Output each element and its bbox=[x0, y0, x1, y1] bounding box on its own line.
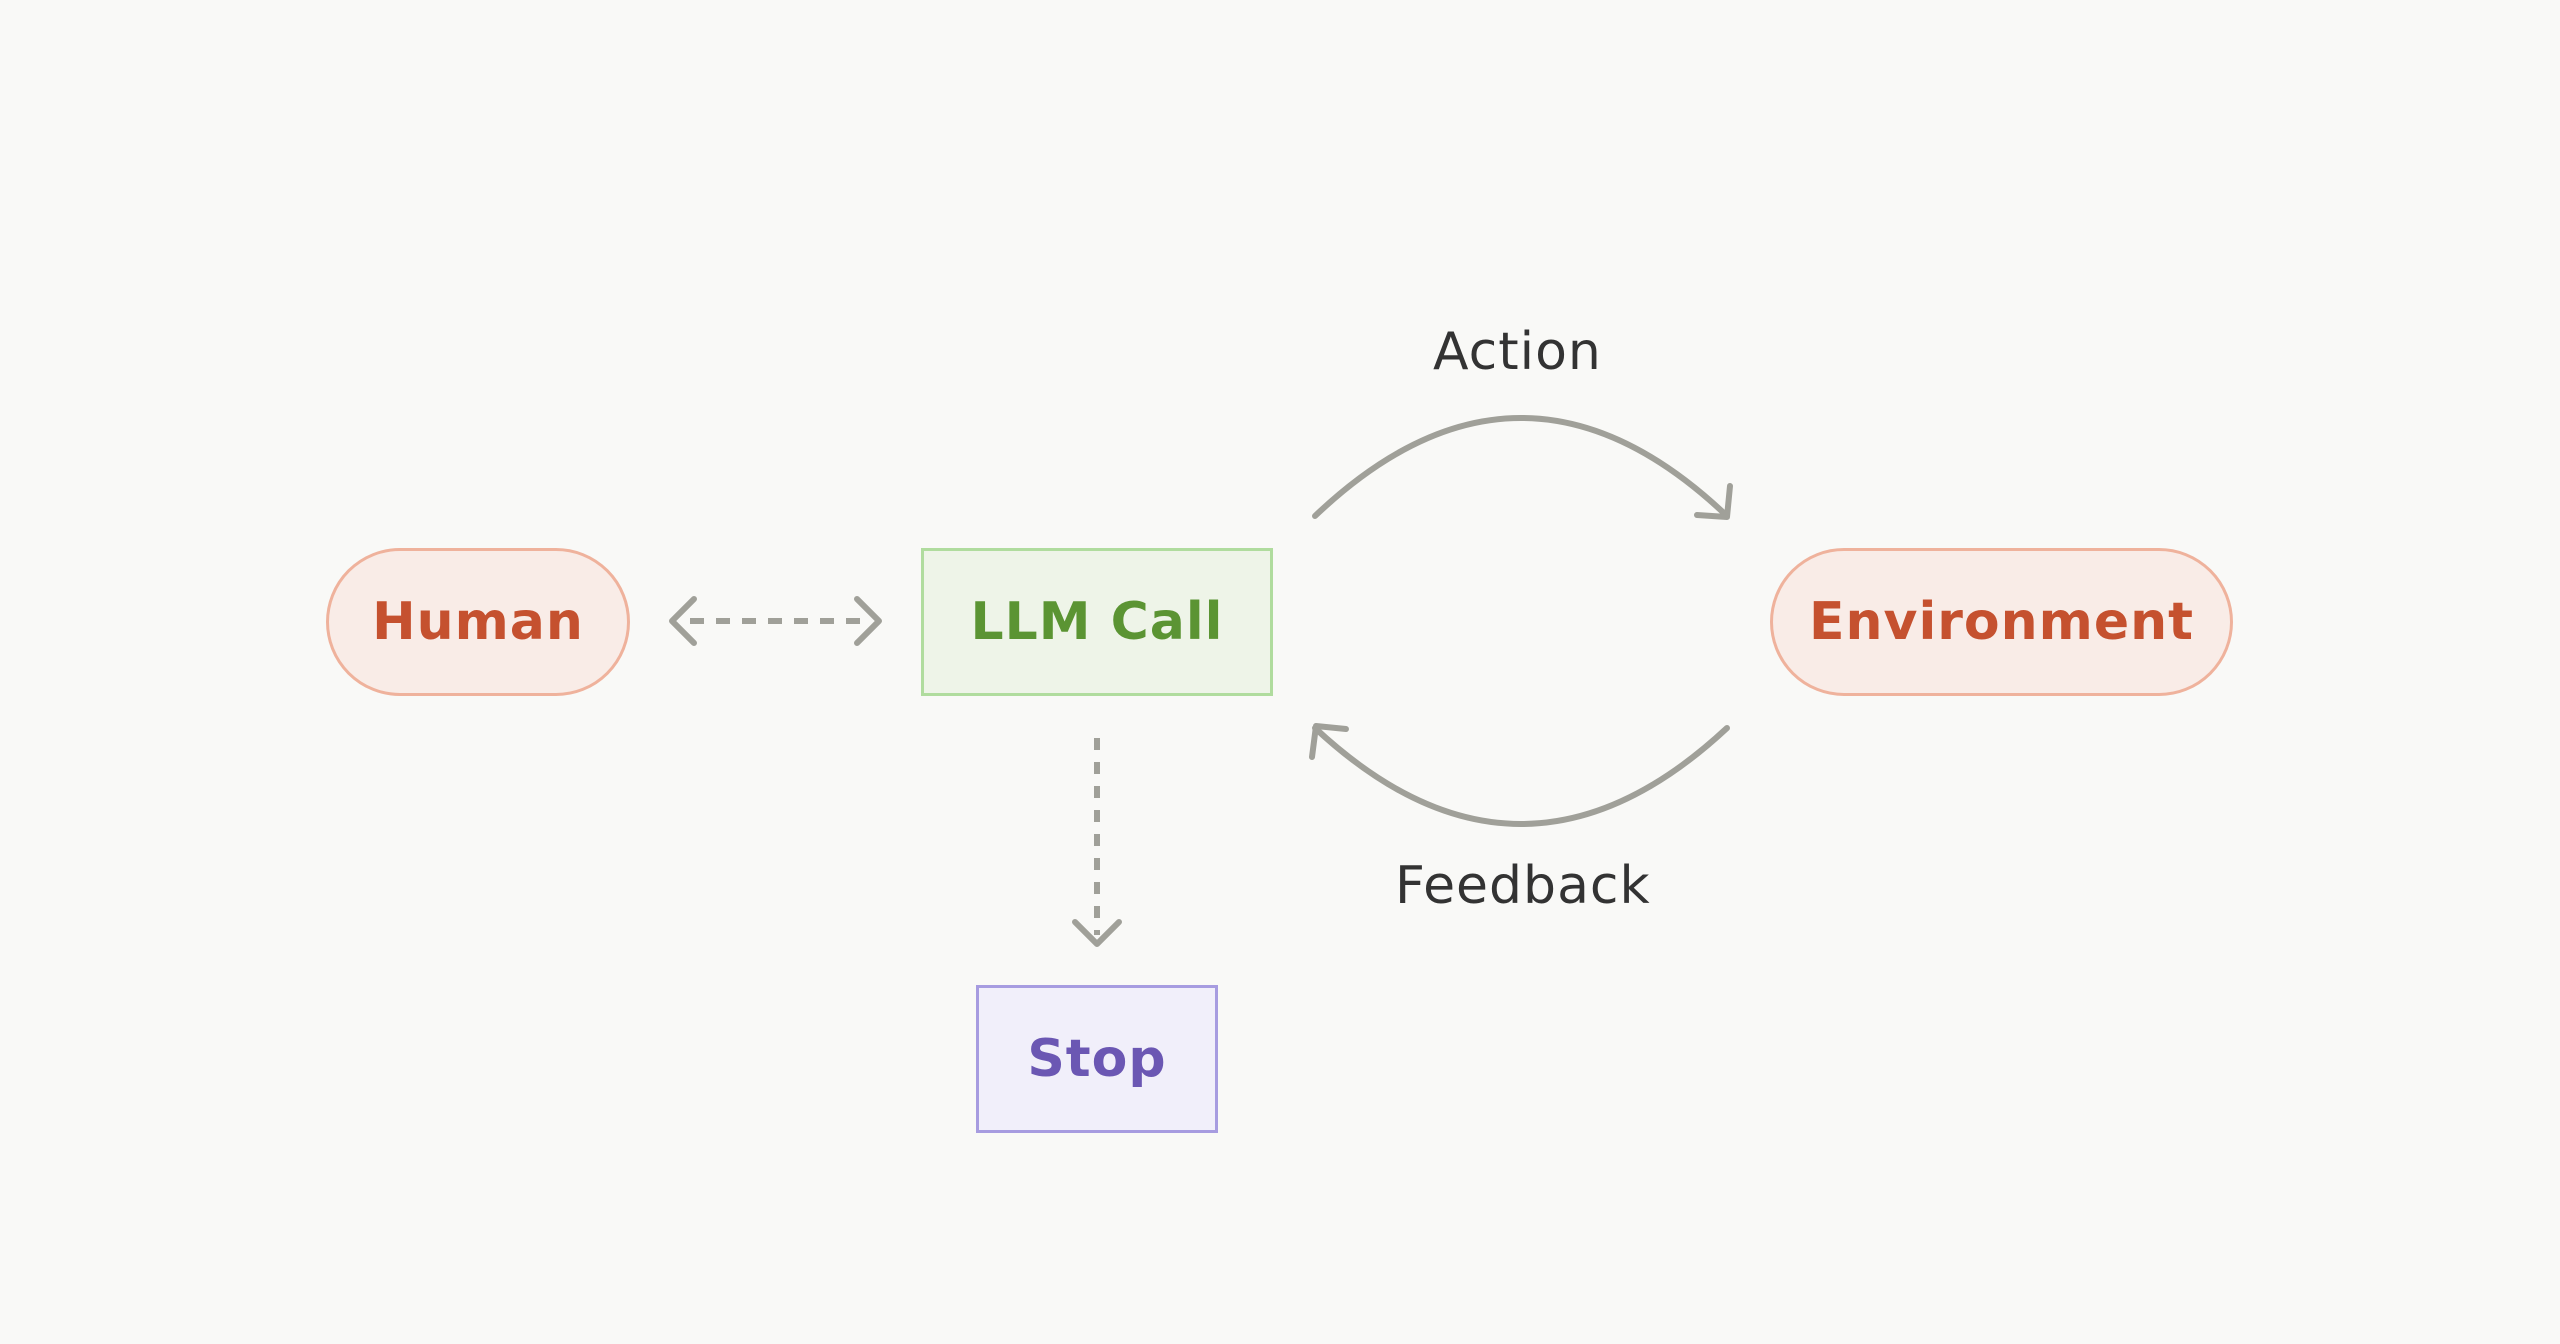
llm-call-node: LLM Call bbox=[921, 548, 1273, 696]
feedback-arc bbox=[1312, 725, 1730, 827]
action-label: Action bbox=[1433, 322, 1602, 382]
arrowhead-left-icon bbox=[669, 596, 697, 646]
feedback-arrowhead-icon bbox=[1309, 723, 1349, 760]
stop-node: Stop bbox=[976, 985, 1218, 1133]
human-node: Human bbox=[326, 548, 630, 696]
action-arc bbox=[1312, 415, 1730, 519]
arrowhead-down-icon bbox=[1072, 919, 1122, 947]
environment-node: Environment bbox=[1770, 548, 2233, 696]
action-arrowhead-icon bbox=[1694, 483, 1733, 520]
feedback-label: Feedback bbox=[1395, 856, 1651, 916]
arrowhead-right-icon bbox=[854, 596, 882, 646]
